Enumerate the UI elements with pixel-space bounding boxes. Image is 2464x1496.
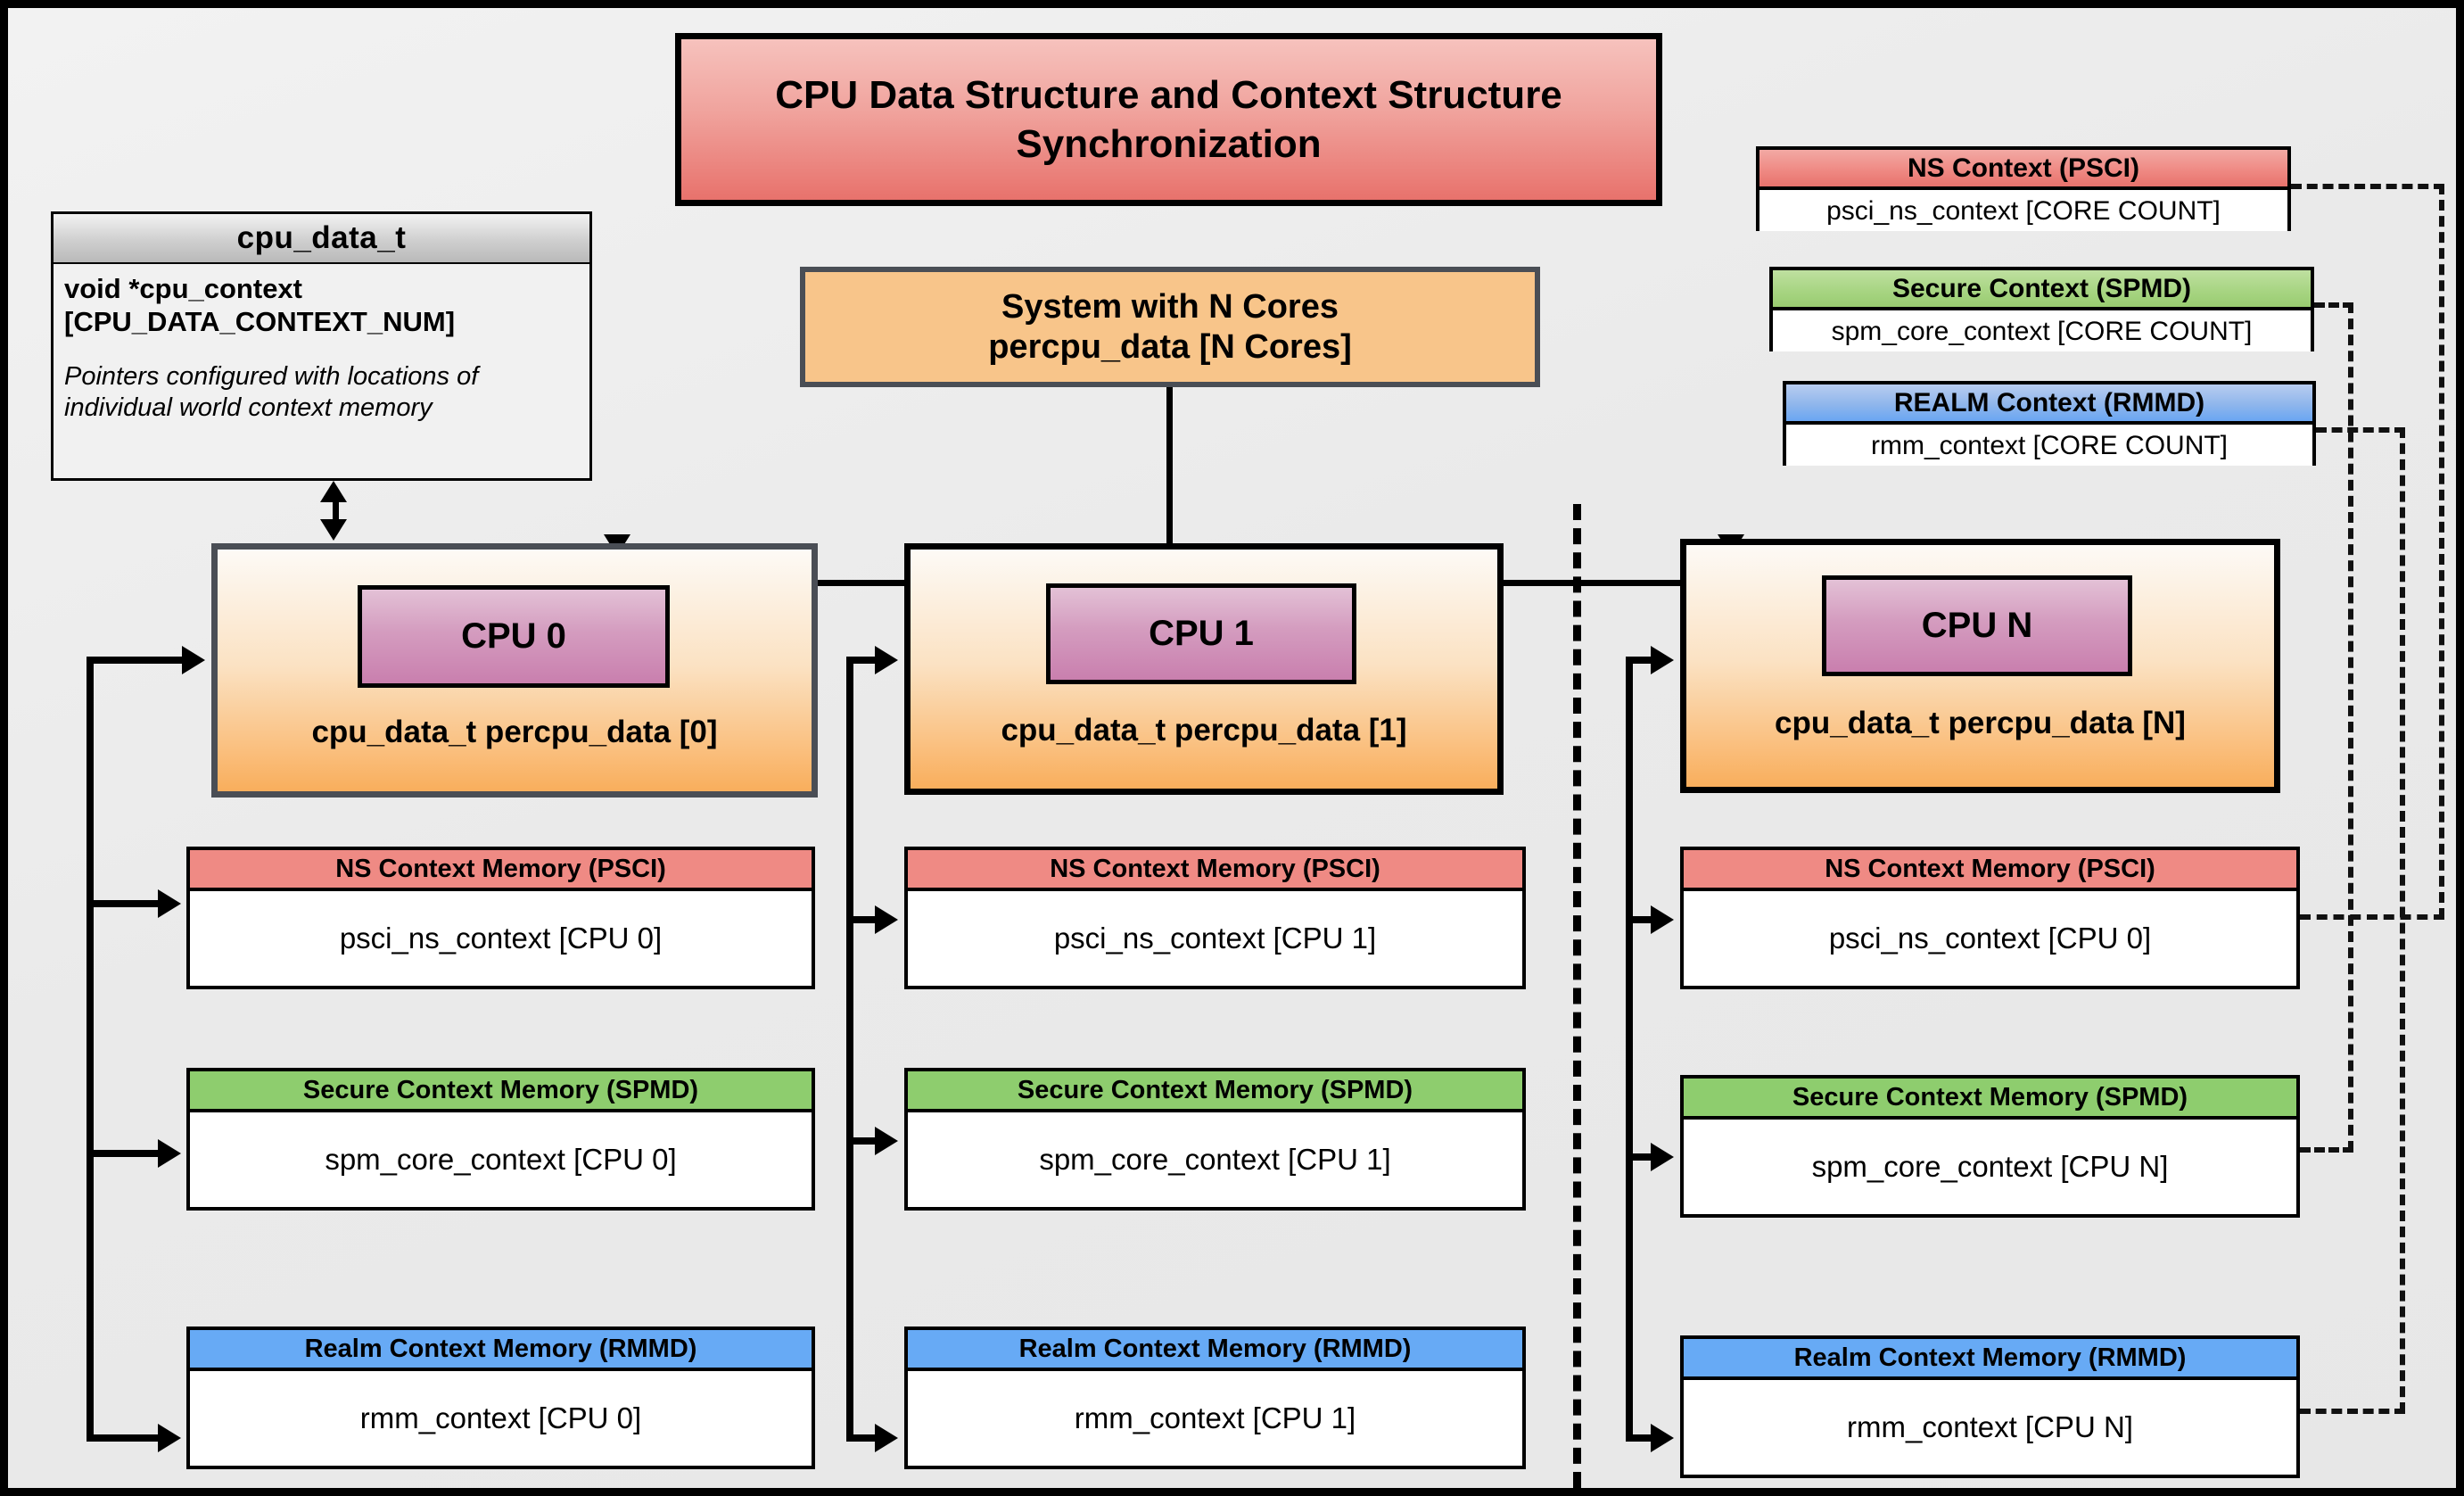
- cpu-data-t-body: void *cpu_context [CPU_DATA_CONTEXT_NUM]…: [54, 264, 589, 424]
- bus-arm-1-rmmd: [846, 1434, 882, 1442]
- memory-card-1-spmd-body: spm_core_context [CPU 1]: [908, 1112, 1522, 1207]
- bus-arrow-1-cpu: [875, 646, 898, 674]
- cpu-chip-0: CPU 0: [358, 585, 670, 688]
- cpu-struct-label-0: cpu_data_t percpu_data [0]: [311, 715, 718, 749]
- bus-arm-n-spmd: [1626, 1153, 1658, 1161]
- system-box-line2: percpu_data [N Cores]: [988, 327, 1352, 366]
- dashed-psci-bottom-h: [2300, 914, 2444, 920]
- sync-arrow-up-head: [320, 481, 347, 502]
- memory-card-0-spmd-body: spm_core_context [CPU 0]: [190, 1112, 812, 1207]
- bus-arrow-n-rmmd: [1651, 1424, 1674, 1452]
- bus-vertical-1: [846, 657, 853, 1442]
- sync-arrow-down-head: [320, 519, 347, 541]
- cpu-chip-n: CPU N: [1822, 575, 2132, 676]
- dashed-rmmd-bottom-h: [2300, 1409, 2405, 1414]
- bus-arm-1-psci: [846, 916, 882, 923]
- cpu-card-n: CPU N cpu_data_t percpu_data [N]: [1680, 539, 2280, 793]
- bus-arm-1-cpu: [846, 657, 882, 664]
- memory-card-1-psci-body: psci_ns_context [CPU 1]: [908, 891, 1522, 986]
- bus-vertical-0: [87, 657, 94, 1442]
- cpu-chip-1: CPU 1: [1046, 583, 1356, 684]
- bus-arm-0-psci: [87, 900, 167, 907]
- bus-arm-n-rmmd: [1626, 1434, 1658, 1442]
- tree-trunk: [1166, 387, 1173, 585]
- cpu-struct-label-1: cpu_data_t percpu_data [1]: [1001, 713, 1407, 748]
- system-box: System with N Cores percpu_data [N Cores…: [800, 267, 1540, 387]
- memory-card-n-spmd: Secure Context Memory (SPMD) spm_core_co…: [1680, 1075, 2300, 1218]
- bus-arrow-1-psci: [875, 905, 898, 934]
- memory-card-1-spmd-header: Secure Context Memory (SPMD): [908, 1071, 1522, 1112]
- memory-card-0-rmmd-body: rmm_context [CPU 0]: [190, 1371, 812, 1466]
- dashed-spmd-v: [2348, 302, 2353, 1152]
- bus-vertical-n: [1626, 657, 1633, 1442]
- bus-arrow-0-spmd: [158, 1139, 181, 1168]
- system-box-text: System with N Cores percpu_data [N Cores…: [988, 287, 1352, 368]
- memory-card-n-rmmd-header: Realm Context Memory (RMMD): [1684, 1339, 2296, 1380]
- column-separator-dashed: [1573, 504, 1581, 1488]
- memory-card-n-rmmd-body: rmm_context [CPU N]: [1684, 1380, 2296, 1475]
- bus-arrow-1-spmd: [875, 1127, 898, 1155]
- memory-card-1-psci-header: NS Context Memory (PSCI): [908, 850, 1522, 891]
- memory-card-0-rmmd-header: Realm Context Memory (RMMD): [190, 1330, 812, 1371]
- memory-card-1-rmmd-header: Realm Context Memory (RMMD): [908, 1330, 1522, 1371]
- memory-card-1-psci: NS Context Memory (PSCI) psci_ns_context…: [904, 847, 1526, 989]
- bus-arrow-n-psci: [1651, 905, 1674, 934]
- memory-card-n-psci-body: psci_ns_context [CPU 0]: [1684, 891, 2296, 986]
- dashed-spmd-bottom-h: [2300, 1147, 2353, 1153]
- memory-card-0-spmd: Secure Context Memory (SPMD) spm_core_co…: [186, 1068, 815, 1211]
- bus-arrow-0-cpu: [182, 646, 205, 674]
- legend-ns-context-psci-header: NS Context (PSCI): [1759, 150, 2287, 190]
- cpu-struct-label-n: cpu_data_t percpu_data [N]: [1775, 706, 2186, 740]
- memory-card-0-psci: NS Context Memory (PSCI) psci_ns_context…: [186, 847, 815, 989]
- cpu-data-t-note: Pointers configured with locations of in…: [64, 362, 479, 422]
- cpu-card-1: CPU 1 cpu_data_t percpu_data [1]: [904, 543, 1504, 795]
- diagram-title: CPU Data Structure and Context Structure…: [675, 33, 1662, 206]
- memory-card-0-spmd-header: Secure Context Memory (SPMD): [190, 1071, 812, 1112]
- cpu-data-t-field: void *cpu_context [CPU_DATA_CONTEXT_NUM]: [64, 273, 456, 337]
- bus-arm-n-cpu: [1626, 657, 1658, 664]
- legend-ns-context-psci: NS Context (PSCI) psci_ns_context [CORE …: [1756, 146, 2291, 231]
- dashed-psci-v: [2439, 184, 2444, 919]
- legend-secure-context-spmd-body: spm_core_context [CORE COUNT]: [1773, 310, 2311, 351]
- legend-realm-context-rmmd-header: REALM Context (RMMD): [1786, 384, 2312, 425]
- bus-arrow-n-spmd: [1651, 1143, 1674, 1171]
- memory-card-1-rmmd: Realm Context Memory (RMMD) rmm_context …: [904, 1327, 1526, 1469]
- memory-card-0-psci-header: NS Context Memory (PSCI): [190, 850, 812, 891]
- cpu-card-0: CPU 0 cpu_data_t percpu_data [0]: [211, 543, 818, 798]
- bus-arm-0-rmmd: [87, 1434, 167, 1442]
- cpu-data-t-header: cpu_data_t: [54, 214, 589, 264]
- legend-secure-context-spmd-header: Secure Context (SPMD): [1773, 270, 2311, 310]
- bus-arrow-n-cpu: [1651, 646, 1674, 674]
- legend-ns-context-psci-body: psci_ns_context [CORE COUNT]: [1759, 190, 2287, 231]
- dashed-rmmd-v: [2400, 427, 2405, 1413]
- bus-arrow-0-rmmd: [158, 1424, 181, 1452]
- memory-card-n-psci: NS Context Memory (PSCI) psci_ns_context…: [1680, 847, 2300, 989]
- memory-card-n-psci-header: NS Context Memory (PSCI): [1684, 850, 2296, 891]
- bus-arrow-1-rmmd: [875, 1424, 898, 1452]
- bus-arm-1-spmd: [846, 1137, 882, 1145]
- memory-card-0-psci-body: psci_ns_context [CPU 0]: [190, 891, 812, 986]
- bus-arm-0-spmd: [87, 1150, 167, 1157]
- bus-arm-0-cpu: [87, 657, 192, 664]
- bus-arm-n-psci: [1626, 916, 1658, 923]
- diagram-panel: CPU Data Structure and Context Structure…: [8, 8, 2456, 1488]
- memory-card-n-rmmd: Realm Context Memory (RMMD) rmm_context …: [1680, 1335, 2300, 1478]
- memory-card-n-spmd-header: Secure Context Memory (SPMD): [1684, 1079, 2296, 1120]
- memory-card-0-rmmd: Realm Context Memory (RMMD) rmm_context …: [186, 1327, 815, 1469]
- dashed-spmd-top-h: [2314, 302, 2353, 308]
- dashed-psci-top-h: [2291, 184, 2444, 189]
- dashed-rmmd-top-h: [2316, 427, 2405, 433]
- cpu-data-t-card: cpu_data_t void *cpu_context [CPU_DATA_C…: [51, 211, 592, 481]
- memory-card-n-spmd-body: spm_core_context [CPU N]: [1684, 1120, 2296, 1214]
- memory-card-1-rmmd-body: rmm_context [CPU 1]: [908, 1371, 1522, 1466]
- bus-arrow-0-psci: [158, 889, 181, 918]
- memory-card-1-spmd: Secure Context Memory (SPMD) spm_core_co…: [904, 1068, 1526, 1211]
- legend-secure-context-spmd: Secure Context (SPMD) spm_core_context […: [1769, 267, 2314, 351]
- system-box-line1: System with N Cores: [1001, 287, 1339, 326]
- legend-realm-context-rmmd-body: rmm_context [CORE COUNT]: [1786, 425, 2312, 466]
- legend-realm-context-rmmd: REALM Context (RMMD) rmm_context [CORE C…: [1783, 381, 2316, 466]
- sync-arrow-dashed-line: [333, 500, 339, 520]
